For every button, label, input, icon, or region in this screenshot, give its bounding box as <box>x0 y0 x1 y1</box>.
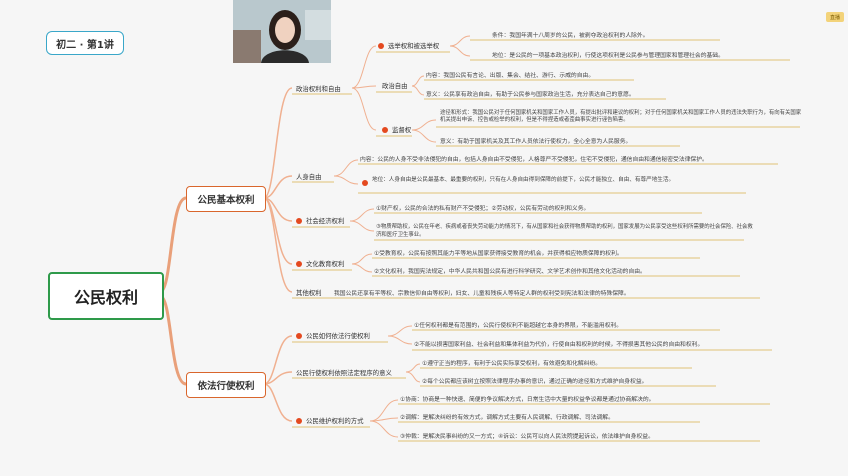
branch-basic-rights[interactable]: 公民基本权利 <box>186 186 266 212</box>
procedure-item-1: ①遵守正当的程序，有利于公民实际享受权利，有效避免和化解纠纷。 <box>422 361 602 367</box>
live-badge: 直播 <box>826 12 844 22</box>
node-political-rights[interactable]: 政治权利和自由 <box>296 85 341 93</box>
elect-condition: 条件：我国年满十八周岁的公民，被剥夺政治权利的人除外。 <box>492 33 649 39</box>
procedure-item-2: ②每个公民都应该树立按照法律程序办事的意识，通过正确的途径和方式维护自身权益。 <box>422 379 648 385</box>
bullet-dot <box>296 418 302 424</box>
protect-item-2: ②调解：是解决纠纷的有效方式，调解方式主要有人民调解、行政调解、司法调解。 <box>400 415 614 421</box>
freedom-meaning: 意义：公民享有政治自由，有助于公民参与国家政治生活，充分表达自己的意愿。 <box>426 92 635 98</box>
node-protect-ways[interactable]: 公民维护权利的方式 <box>306 417 364 425</box>
culture-item-2: ②文化权利，我国宪法规定，中华人民共和国公民有进行科学研究、文学艺术创作和其他文… <box>374 269 646 275</box>
personal-content: 内容：公民的人身不受非法侵犯的自由，包括人身自由不受侵犯，人格尊严不受侵犯，住宅… <box>360 157 708 163</box>
root-node[interactable]: 公民权利 <box>48 272 164 320</box>
bullet-dot <box>362 180 368 186</box>
node-social-rights[interactable]: 社会经济权利 <box>306 217 345 225</box>
social-item-1: ①财产权，公民的合法的私有财产不受侵犯；②劳动权，公民有劳动的权利和义务。 <box>376 206 590 212</box>
node-lawful-exercise[interactable]: 公民如何依法行使权利 <box>306 332 370 340</box>
bullet-dot <box>296 261 302 267</box>
bullet-dot <box>296 218 302 224</box>
bullet-dot <box>382 127 388 133</box>
branch-exercise-rights[interactable]: 依法行使权利 <box>186 372 266 398</box>
lawful-item-1: ①任何权利都是有范围的，公民行使权利不能超越它本身的界限，不能滥用权利。 <box>414 323 623 329</box>
node-supervise[interactable]: 监督权 <box>392 126 412 134</box>
node-other-rights[interactable]: 其他权利 <box>296 289 322 297</box>
node-political-freedom[interactable]: 政治自由 <box>382 82 408 90</box>
personal-status: 地位：人身自由是公民最基本、最重要的权利，只有在人身自由得到保障的前提下，公民才… <box>372 177 675 183</box>
elect-status: 地位：是公民的一项基本政治权利，行使这项权利是公民参与管理国家和管理社会的基础。 <box>492 53 724 59</box>
protect-item-3: ③仲裁：是解决民事纠纷的又一方式；④诉讼：公民可以向人民法院提起诉讼，依法维护自… <box>400 434 654 440</box>
bullet-dot <box>296 333 302 339</box>
supervise-way: 途径和形式：我国公民对于任何国家机关和国家工作人员，有提出批评和建议的权利；对于… <box>440 110 802 123</box>
culture-item-1: ①受教育权，公民有按照其能力平等地从国家获得接受教育的机会，并获得相应物质保障的… <box>374 251 623 257</box>
bullet-dot <box>378 43 384 49</box>
freedom-content: 内容：我国公民有言论、出版、集会、结社、游行、示威的自由。 <box>426 73 595 79</box>
presenter-avatar <box>233 0 331 63</box>
node-procedure-meaning[interactable]: 公民行使权利依照法定程序的意义 <box>296 369 392 377</box>
lawful-item-2: ②不能以损害国家利益、社会利益和集体利益为代价，行使自由和权利的时候，不得损害其… <box>414 342 704 348</box>
webcam-video[interactable] <box>233 0 331 63</box>
node-elect[interactable]: 选举权和被选举权 <box>388 42 440 50</box>
node-personal-freedom[interactable]: 人身自由 <box>296 173 322 181</box>
social-item-2: ③物质帮助权，公民在年老、疾病或者丧失劳动能力的情况下，有从国家和社会获得物质帮… <box>376 224 753 238</box>
lesson-tag: 初二 · 第1讲 <box>46 31 124 55</box>
node-culture-rights[interactable]: 文化教育权利 <box>306 260 345 268</box>
supervise-meaning: 意义：有助于国家机关及其工作人员依法行使权力，全心全意为人民服务。 <box>440 139 632 145</box>
other-text: 我国公民还享有平等权、宗教信仰自由等权利，妇女、儿童和残疾人等特定人群的权利受到… <box>334 291 630 297</box>
protect-item-1: ①协商：协商是一种快速、简便的争议解决方式，日常生活中大量的权益争议都是通过协商… <box>400 397 655 403</box>
